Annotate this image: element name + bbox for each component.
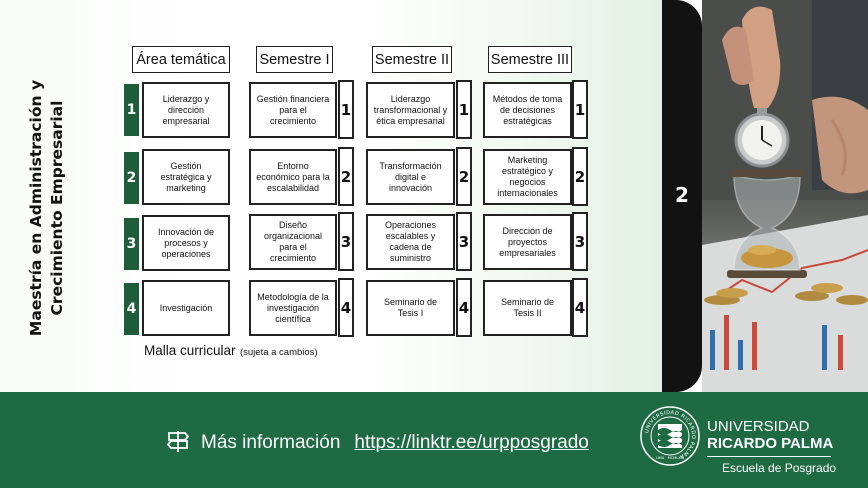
course-number: 3 xyxy=(572,212,588,271)
course-number: 4 xyxy=(572,278,588,337)
university-name-line-1: UNIVERSIDAD xyxy=(707,418,810,435)
course-cell: Liderazgo transformacional y ética empre… xyxy=(366,82,455,138)
course-number: 1 xyxy=(456,80,472,139)
university-seal-icon: UNIVERSIDAD RICARDO PALMA LIMA · MCMLXIX xyxy=(640,406,700,466)
course-cell: Dirección de proyectos empresariales xyxy=(483,214,572,270)
more-info-label: Más información xyxy=(201,432,341,453)
course-number: 3 xyxy=(456,212,472,271)
course-number: 2 xyxy=(456,147,472,206)
header-area: Área temática xyxy=(132,46,230,73)
area-number: 4 xyxy=(124,283,139,335)
area-cell: Investigación xyxy=(142,280,230,336)
course-number: 1 xyxy=(338,80,354,139)
linktree-link[interactable]: https://linktr.ee/urpposgrado xyxy=(354,432,589,453)
area-cell: Innovación de procesos y operaciones xyxy=(142,215,230,271)
area-cell: Gestión estratégica y marketing xyxy=(142,149,230,205)
area-number: 3 xyxy=(124,218,139,270)
hourglass-coins-photo xyxy=(702,0,868,392)
header-semester-3: Semestre III xyxy=(488,46,572,73)
hourglass-photo-illustration xyxy=(702,0,868,392)
course-number: 2 xyxy=(572,147,588,206)
page-tab xyxy=(662,0,702,392)
area-number: 1 xyxy=(124,84,139,136)
university-divider xyxy=(707,456,831,457)
area-number: 2 xyxy=(124,152,139,204)
header-semester-2: Semestre II xyxy=(372,46,452,73)
university-name-line-2: RICARDO PALMA xyxy=(707,435,834,452)
course-cell: Diseño organizacional para el crecimient… xyxy=(249,214,337,270)
course-cell: Métodos de toma de decisiones estratégic… xyxy=(483,82,572,138)
course-cell: Seminario de Tesis I xyxy=(366,280,455,336)
header-semester-1: Semestre I xyxy=(256,46,333,73)
program-title-line-1: Maestría en Administración y xyxy=(27,79,45,337)
program-title: Maestría en Administración y Crecimiento… xyxy=(26,58,68,358)
course-number: 3 xyxy=(338,212,354,271)
course-cell: Entorno económico para la escalabilidad xyxy=(249,149,337,205)
course-number: 1 xyxy=(572,80,588,139)
course-cell: Metodología de la investigación científi… xyxy=(249,280,337,336)
course-cell: Marketing estratégico y negocios interna… xyxy=(483,149,572,205)
course-cell: Transformación digital e innovación xyxy=(366,149,455,205)
footer-bar xyxy=(0,392,868,488)
page-number: 2 xyxy=(675,183,689,207)
signpost-icon xyxy=(165,428,191,459)
area-cell: Liderazgo y dirección empresarial xyxy=(142,82,230,138)
course-number: 2 xyxy=(338,147,354,206)
program-title-line-2: Crecimiento Empresarial xyxy=(48,100,66,316)
seal-motto: LIMA · MCMLXIX xyxy=(656,456,685,460)
course-cell: Gestión financiera para el crecimiento xyxy=(249,82,337,138)
course-cell: Operaciones escalables y cadena de sumin… xyxy=(366,214,455,270)
course-cell: Seminario de Tesis II xyxy=(483,280,572,336)
caption-note: (sujeta a cambios) xyxy=(239,347,318,358)
caption-main: Malla curricular xyxy=(144,343,236,358)
more-info: Más información https://linktr.ee/urppos… xyxy=(165,430,589,456)
curriculum-caption: Malla curricular (sujeta a cambios) xyxy=(144,342,318,360)
school-name: Escuela de Posgrado xyxy=(722,461,837,475)
course-number: 4 xyxy=(338,278,354,337)
course-number: 4 xyxy=(456,278,472,337)
